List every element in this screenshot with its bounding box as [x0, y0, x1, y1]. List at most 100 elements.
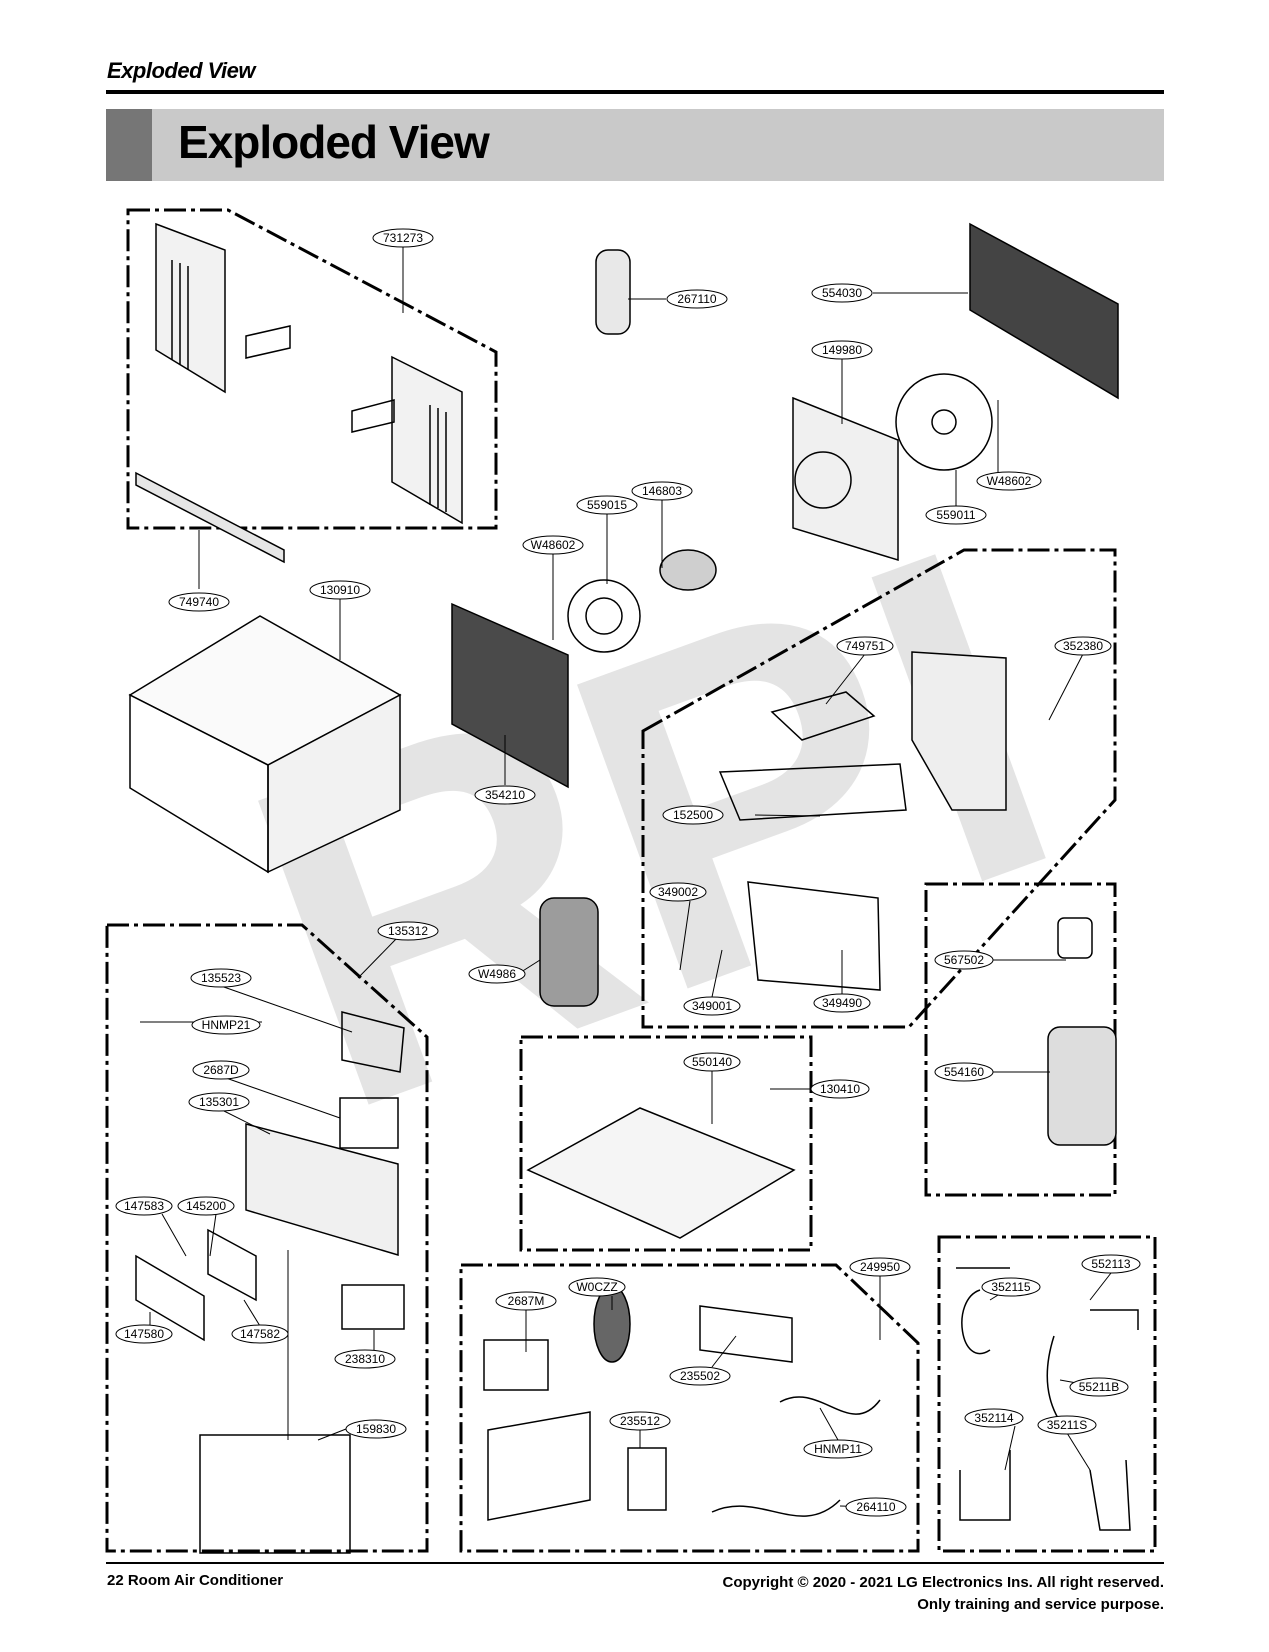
- callout-731273: 731273: [372, 228, 434, 248]
- callout-147583: 147583: [115, 1196, 173, 1216]
- callout-749740-text: 749740: [179, 595, 219, 609]
- filter-part: [199, 1434, 351, 1554]
- bracket-part-2: [351, 399, 395, 433]
- callout-349002-text: 349002: [658, 885, 698, 899]
- cover-plate-part: [699, 1305, 793, 1363]
- callout-W0CZZ-text: W0CZZ: [576, 1280, 617, 1294]
- callout-567502-text: 567502: [944, 953, 984, 967]
- pcb-display-part: [339, 1097, 399, 1149]
- callout-264110: 264110: [845, 1497, 907, 1517]
- louver-left-part: [135, 1254, 205, 1342]
- control-cover-part: [341, 1011, 405, 1073]
- callout-HNMP21: HNMP21: [191, 1015, 261, 1035]
- callout-550140-text: 550140: [692, 1055, 732, 1069]
- evaporator-part: [451, 602, 569, 789]
- group-border-air-guide: [641, 548, 1117, 1029]
- wire-harness-part: [779, 1396, 881, 1415]
- callout-130410: 130410: [810, 1079, 870, 1099]
- callout-159830: 159830: [345, 1419, 407, 1439]
- condenser-part: [969, 222, 1119, 400]
- part-drawings: [128, 222, 1139, 1554]
- callout-264110-text: 264110: [856, 1500, 895, 1514]
- side-curtain-right-part: [391, 355, 463, 525]
- callout-55211B: 55211B: [1069, 1377, 1129, 1397]
- page-title: Exploded View: [178, 116, 490, 168]
- callout-352114-text: 352114: [974, 1411, 1013, 1425]
- capacitor-part: [539, 897, 599, 1007]
- callout-2687M: 2687M: [495, 1291, 557, 1311]
- callout-35211S: 35211S: [1037, 1415, 1097, 1435]
- callout-152500-text: 152500: [673, 808, 713, 822]
- callout-152500: 152500: [662, 805, 724, 825]
- callout-135312: 135312: [377, 921, 439, 941]
- callout-235502-text: 235502: [680, 1369, 720, 1383]
- callout-W48602-a-text: W48602: [987, 474, 1032, 488]
- callout-W48602-a: W48602: [976, 471, 1042, 491]
- callout-749740: 749740: [168, 592, 230, 612]
- callout-147580: 147580: [115, 1324, 173, 1344]
- group-border-control-box: [459, 1263, 920, 1553]
- callout-249950-text: 249950: [860, 1260, 900, 1274]
- callout-147582-text: 147582: [240, 1327, 280, 1341]
- footer-copyright: Copyright © 2020 - 2021 LG Electronics I…: [723, 1572, 1164, 1616]
- callout-354210: 354210: [474, 785, 536, 805]
- callout-146803-text: 146803: [642, 484, 682, 498]
- group-border-window-kit: [126, 208, 498, 530]
- header-rule: [106, 90, 1164, 94]
- fan-motor-part: [659, 549, 717, 591]
- callout-567502: 567502: [934, 950, 994, 970]
- compressor-part: [1047, 1026, 1117, 1146]
- side-curtain-left-part: [155, 222, 226, 394]
- callout-559015-text: 559015: [587, 498, 627, 512]
- callout-352114: 352114: [964, 1408, 1024, 1428]
- callout-238310: 238310: [334, 1349, 396, 1369]
- callout-55211B-text: 55211B: [1079, 1380, 1119, 1394]
- callout-HNMP21-text: HNMP21: [202, 1018, 251, 1032]
- condenser-fan-part: [895, 373, 993, 471]
- shroud-part: [792, 396, 899, 562]
- banner-tab: [106, 109, 152, 181]
- callout-349001-text: 349001: [692, 999, 732, 1013]
- remote-control-part: [595, 249, 631, 335]
- callout-559011-text: 559011: [936, 508, 975, 522]
- control-box-case-part: [487, 1411, 591, 1521]
- bracket-part: [245, 325, 291, 359]
- callout-267110: 267110: [666, 289, 728, 309]
- callout-130910-text: 130910: [320, 583, 360, 597]
- callout-554030: 554030: [811, 283, 873, 303]
- callout-145200: 145200: [177, 1196, 235, 1216]
- callout-235502: 235502: [669, 1366, 731, 1386]
- wire-harness-2-part: [711, 1499, 841, 1517]
- pcb-sub-part: [627, 1447, 667, 1511]
- callout-550140: 550140: [683, 1052, 741, 1072]
- callout-2687M-text: 2687M: [508, 1294, 545, 1308]
- callout-135301-text: 135301: [199, 1095, 239, 1109]
- group-border-tubing: [937, 1235, 1157, 1553]
- suction-tube-part: [959, 1450, 1011, 1521]
- orifice-part: [747, 881, 881, 991]
- callout-W48602-b-text: W48602: [531, 538, 576, 552]
- scroll-part: [718, 763, 907, 821]
- callout-349002: 349002: [649, 882, 707, 902]
- callout-W4986-text: W4986: [478, 967, 516, 981]
- air-guide-upper-part: [770, 691, 876, 741]
- callout-249950: 249950: [849, 1257, 911, 1277]
- part-callouts: 731273 267110 554030 149980 W48602 55901…: [115, 228, 1141, 1517]
- callout-552113-text: 552113: [1091, 1257, 1130, 1271]
- callout-2687D: 2687D: [192, 1060, 250, 1080]
- callout-554160-text: 554160: [944, 1065, 984, 1079]
- callout-349001: 349001: [683, 996, 741, 1016]
- group-borders: [105, 208, 1157, 1553]
- blower-fan-part: [567, 579, 641, 653]
- callout-130910: 130910: [309, 580, 371, 600]
- suction-pipe-part: [1090, 1309, 1139, 1330]
- callout-145200-text: 145200: [186, 1199, 226, 1213]
- callout-349490: 349490: [813, 993, 871, 1013]
- callout-559015: 559015: [576, 495, 638, 515]
- callout-W4986: W4986: [468, 964, 526, 984]
- louver-right-part: [207, 1228, 257, 1302]
- control-panel-part: [341, 1284, 405, 1330]
- callout-HNMP11: HNMP11: [803, 1439, 873, 1459]
- callout-146803: 146803: [631, 481, 693, 501]
